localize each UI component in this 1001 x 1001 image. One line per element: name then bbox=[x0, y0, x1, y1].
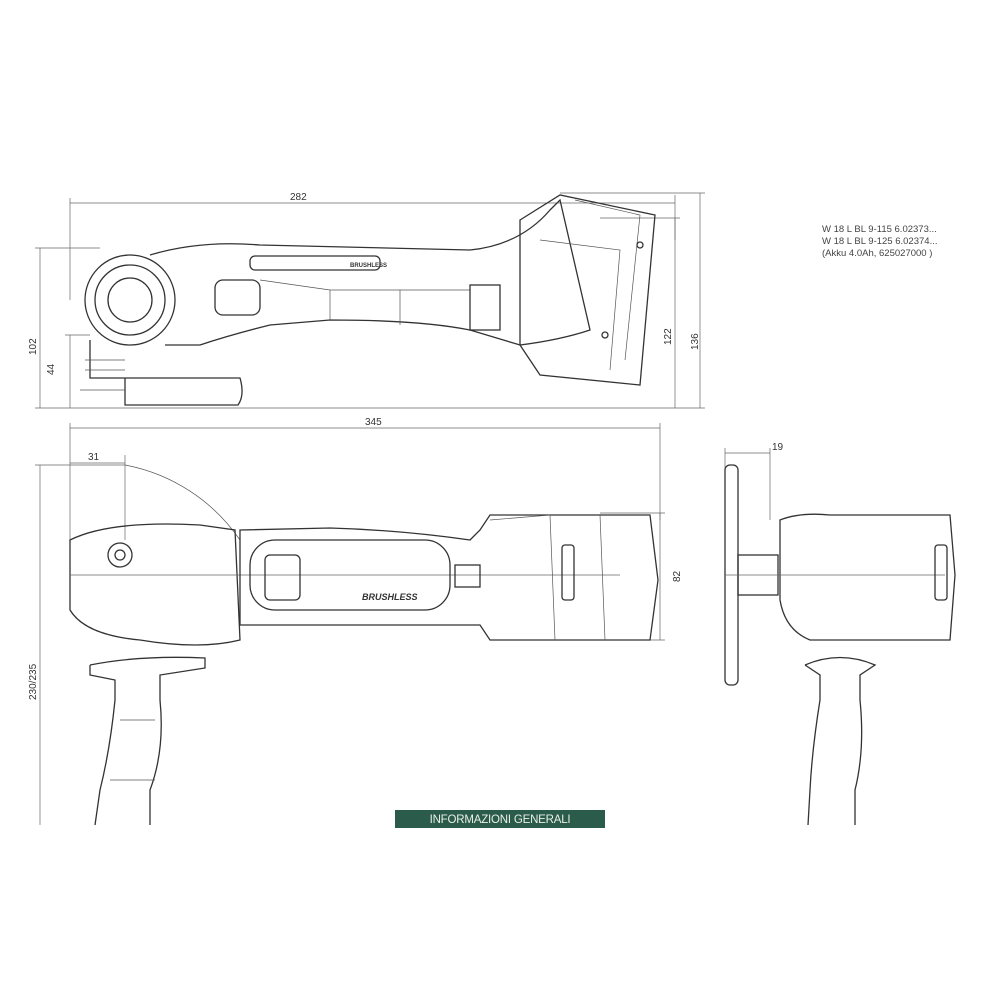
charge-indicator-front bbox=[934, 544, 948, 601]
spindle-lock bbox=[107, 542, 133, 568]
vent-grille bbox=[469, 284, 501, 331]
battery-latch bbox=[454, 564, 481, 588]
disc-guard bbox=[89, 340, 243, 406]
gear-head-top bbox=[69, 523, 241, 646]
dim-label-345: 345 bbox=[365, 417, 382, 428]
spindle-nut bbox=[94, 264, 166, 336]
housing-front bbox=[779, 513, 956, 641]
spindle bbox=[107, 277, 153, 323]
housing-top bbox=[239, 514, 659, 641]
dim-label-136: 136 bbox=[690, 333, 701, 350]
paddle-switch bbox=[264, 554, 301, 601]
front-view: 19 bbox=[724, 442, 956, 826]
dim-label-102: 102 bbox=[28, 338, 39, 355]
housing-lines bbox=[259, 279, 470, 325]
disc-arc bbox=[124, 464, 241, 541]
model-line-2: W 18 L BL 9-125 6.02374... bbox=[822, 236, 938, 247]
charge-indicator bbox=[561, 544, 575, 601]
dim-label-82: 82 bbox=[672, 570, 683, 582]
battery-info: (Akku 4.0Ah, 625027000 ) bbox=[822, 248, 933, 259]
battery-lines-top bbox=[489, 514, 606, 641]
grip-area bbox=[249, 539, 451, 611]
dim-label-31: 31 bbox=[88, 452, 100, 463]
battery-lines bbox=[539, 199, 641, 371]
side-handle bbox=[89, 656, 206, 826]
dim-label-230-235: 230/235 bbox=[28, 663, 39, 700]
switch bbox=[214, 279, 261, 316]
brushless-panel bbox=[249, 255, 381, 271]
brushless-label-top: BRUSHLESS bbox=[362, 592, 418, 602]
general-info-banner[interactable]: INFORMAZIONI GENERALI bbox=[395, 810, 605, 828]
housing-outline bbox=[149, 198, 591, 346]
spindle-lock-inner bbox=[114, 549, 126, 561]
dim-label-122: 122 bbox=[663, 328, 674, 345]
handle-grip-lines bbox=[110, 719, 155, 781]
model-info: W 18 L BL 9-115 6.02373...W 18 L BL 9-12… bbox=[822, 224, 937, 260]
top-view: 345 31 230/235 82 BRUSHLESS bbox=[28, 417, 683, 826]
screw bbox=[636, 241, 644, 249]
model-line-1: W 18 L BL 9-115 6.02373... bbox=[822, 224, 937, 235]
side-handle-front bbox=[804, 656, 877, 826]
disc-lines bbox=[80, 359, 125, 391]
dim-label-44: 44 bbox=[46, 363, 57, 375]
brushless-label-side: BRUSHLESS bbox=[350, 263, 387, 269]
dim-label-19: 19 bbox=[772, 442, 784, 453]
dim-label-282: 282 bbox=[290, 192, 307, 203]
battery-pack bbox=[519, 194, 656, 386]
gear-head bbox=[84, 254, 176, 346]
side-view: 282 102 44 122 136 BRUSHLESS bbox=[28, 192, 705, 409]
screw bbox=[601, 331, 609, 339]
